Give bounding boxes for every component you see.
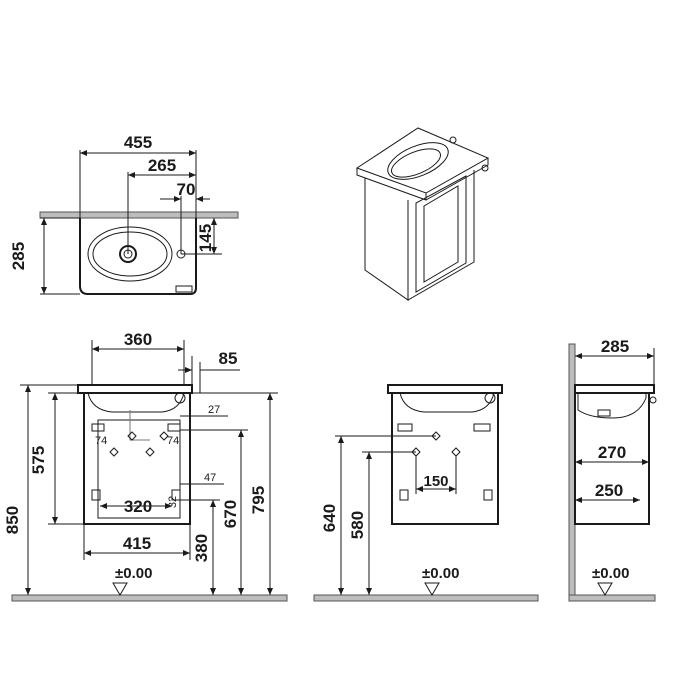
dim-front-795: 795 [249,486,268,514]
side-view: 285 270 250 ±0.00 [568,337,657,602]
isometric-view [355,127,490,301]
dim-rear-640: 640 [320,504,339,532]
dim-front-320: 320 [124,497,152,516]
rear-level-marker [424,582,440,596]
dim-front-575: 575 [29,446,48,474]
iso-tap-hole-icon [449,136,457,144]
dim-side-285: 285 [601,337,629,356]
front-level-marker [112,582,128,596]
front-view: 360 85 27 575 850 795 670 380 47 7 [3,330,288,602]
front-basin-top [77,384,193,394]
side-cabinet [574,392,650,525]
iso-bowl [387,142,449,180]
dim-front-360: 360 [124,330,152,349]
dim-front-74-right: 74 [167,435,179,447]
top-view-bowl [87,226,173,282]
dim-front-850: 850 [3,506,22,534]
top-view-bowl-inner [92,231,168,277]
front-siphon [129,410,150,441]
rear-cabinet [391,392,499,525]
dim-side-270: 270 [598,443,626,462]
top-view-basin-outline [79,218,197,295]
rear-view: 640 580 150 ±0.00 [313,384,539,602]
iso-cabinet-front [407,170,475,301]
dim-front-47: 47 [204,472,216,484]
rear-basin-top [387,384,503,394]
side-level-marker [597,582,613,596]
dim-side-250: 250 [595,481,623,500]
dim-top-265: 265 [148,156,176,175]
front-floor-level: ±0.00 [115,565,152,582]
top-view: 455 265 70 285 145 [9,133,239,295]
iso-door-outer [415,175,467,293]
dim-rear-580: 580 [348,511,367,539]
top-view-wall [39,211,239,219]
iso-top-slab [355,127,490,194]
dim-front-74-left: 74 [95,435,107,447]
dim-top-70: 70 [177,180,196,199]
front-floor [11,594,288,602]
dim-front-415: 415 [123,534,151,553]
dim-top-455: 455 [124,133,152,152]
front-cabinet [83,392,191,525]
top-view-overflow [175,285,193,293]
dim-rear-150: 150 [423,473,448,490]
dim-top-145: 145 [196,224,215,252]
dim-front-670: 670 [221,500,240,528]
dim-front-85: 85 [219,349,238,368]
side-basin-top [574,384,655,394]
rear-floor [313,594,539,602]
side-floor [568,594,656,602]
iso-cabinet-side [364,178,409,301]
dim-top-285: 285 [9,242,28,270]
dim-front-27: 27 [208,404,220,416]
rear-floor-level: ±0.00 [422,565,459,582]
dim-front-380: 380 [192,534,211,562]
side-floor-level: ±0.00 [592,565,629,582]
iso-knob-icon [481,164,489,172]
iso-door-inner [423,185,459,283]
